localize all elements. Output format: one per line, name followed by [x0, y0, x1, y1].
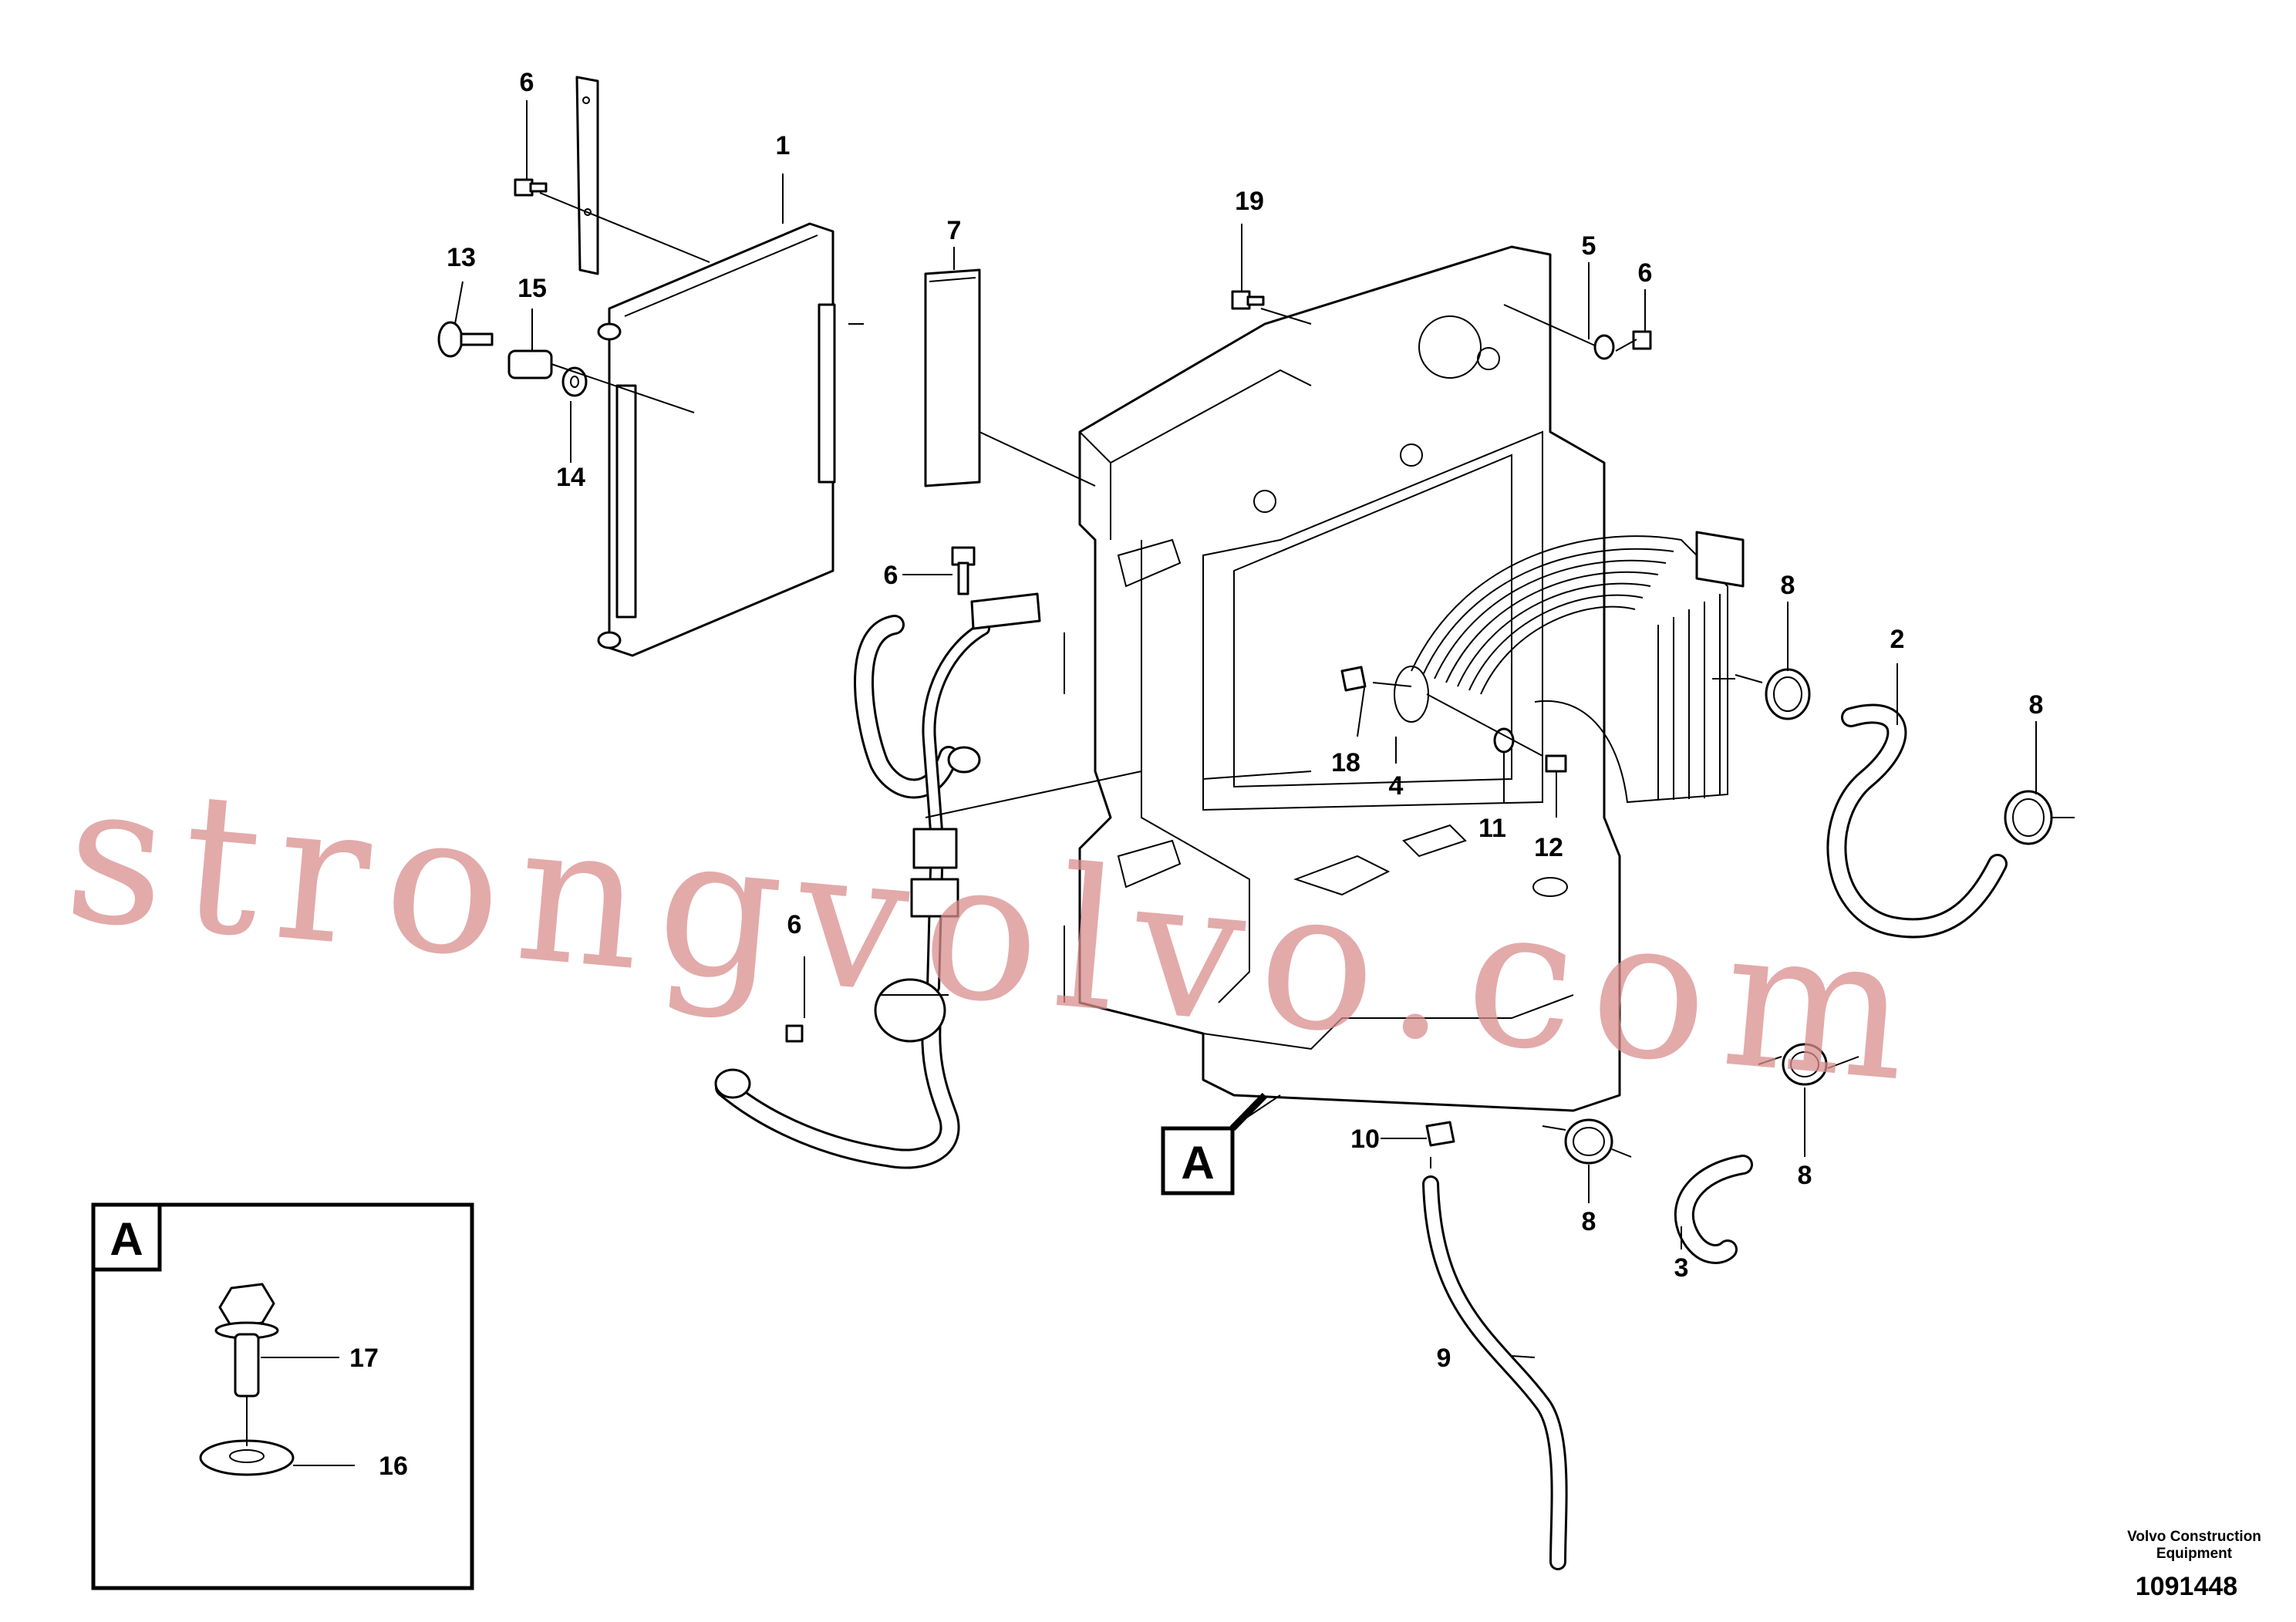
credit-line-2: Equipment [2156, 1546, 2233, 1562]
callout-5: 5 [1582, 231, 1596, 261]
callout-8: 8 [1798, 1161, 1812, 1190]
callout-4: 4 [1389, 771, 1404, 801]
detail-view-label: A [110, 1213, 143, 1265]
fan-guard [1394, 531, 1745, 804]
hose-3 [1674, 1155, 1753, 1264]
flange-bolt [214, 1283, 279, 1398]
filter-screen [924, 268, 981, 487]
callout-6: 6 [787, 910, 802, 939]
callout-6: 6 [520, 68, 534, 97]
callout-9: 9 [1437, 1344, 1451, 1373]
view-marker: A [1161, 1092, 1268, 1195]
callout-8: 8 [1781, 571, 1795, 600]
callout-19: 19 [1235, 187, 1264, 216]
callout-13: 13 [447, 243, 476, 272]
detail-view-a: A [91, 1202, 474, 1590]
callout-16: 16 [379, 1452, 408, 1481]
leader-lines [454, 100, 2075, 1358]
callout-14: 14 [556, 463, 585, 492]
callout-8: 8 [2029, 690, 2044, 720]
callout-6: 6 [884, 561, 899, 590]
oil-cooler [597, 222, 864, 657]
fasteners [437, 178, 2053, 1165]
callout-7: 7 [947, 216, 962, 245]
callout-15: 15 [518, 274, 547, 303]
callout-1: 1 [776, 131, 791, 160]
hose-2 [1826, 703, 2008, 939]
callout-labels: 1 2 3 4 5 6 6 6 6 7 8 8 8 8 9 10 11 12 1… [349, 68, 2043, 1481]
view-marker-label: A [1181, 1137, 1214, 1189]
callout-18: 18 [1331, 748, 1360, 777]
credit-line-1: Volvo Construction [2127, 1529, 2261, 1545]
bracket-strap [575, 76, 599, 275]
document-number: 1091448 [2136, 1572, 2237, 1601]
callout-17: 17 [349, 1344, 379, 1373]
coolant-piping [714, 592, 1065, 1169]
callout-8: 8 [1582, 1207, 1596, 1236]
callout-10: 10 [1350, 1125, 1380, 1154]
callout-6: 6 [1638, 258, 1653, 288]
callout-12: 12 [1534, 833, 1563, 862]
callout-3: 3 [1674, 1253, 1689, 1283]
callout-2: 2 [1890, 625, 1905, 654]
callout-11: 11 [1478, 814, 1506, 843]
drain-hose-9 [1422, 1175, 1568, 1570]
watermark: strongvolvo.com [58, 740, 1934, 1125]
credit-block: Volvo Construction Equipment 1091448 [2127, 1529, 2261, 1601]
